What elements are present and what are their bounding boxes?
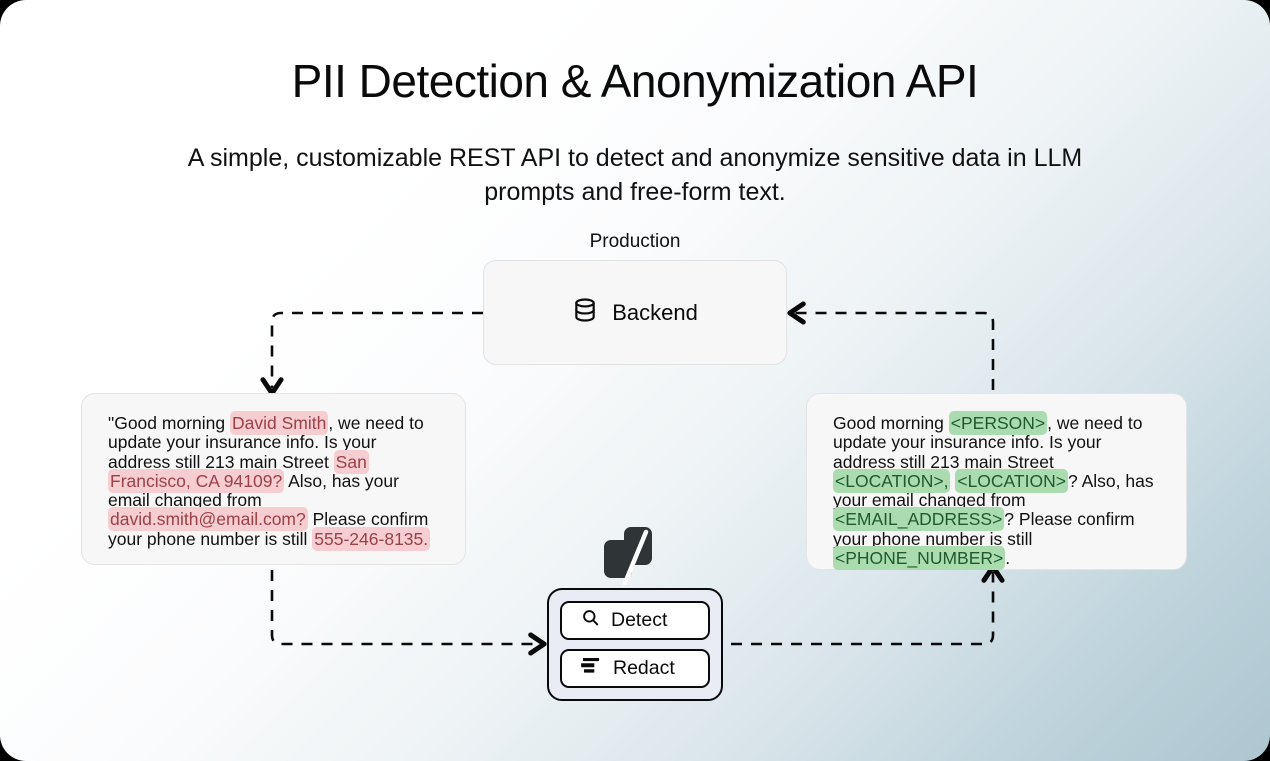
page-subtitle: A simple, customizable REST API to detec…	[187, 144, 1083, 206]
redaction-tag: <LOCATION>	[955, 468, 1068, 493]
pii-highlight: David Smith	[229, 411, 329, 435]
backend-label: Backend	[612, 299, 698, 325]
output-text-card: Good morning <PERSON>, we need to update…	[806, 393, 1187, 571]
search-icon	[581, 608, 600, 633]
database-icon	[572, 297, 598, 328]
redaction-tag: <LOCATION>,	[833, 468, 951, 493]
nightfall-n-logo	[604, 527, 652, 586]
input-text-card: "Good morning David Smith, we need to up…	[81, 393, 466, 565]
detect-label: Detect	[611, 609, 668, 631]
redaction-tag: <PHONE_NUMBER>	[833, 546, 1006, 571]
pii-highlight: 555-246-8135.	[312, 526, 431, 551]
redact-button[interactable]: Redact	[560, 649, 710, 688]
arrow-backend-to-input	[260, 311, 483, 396]
production-label: Production	[589, 231, 681, 252]
service-action-card: Detect Redact	[547, 588, 723, 701]
detect-button[interactable]: Detect	[560, 601, 710, 640]
redact-label: Redact	[613, 657, 675, 679]
arrow-service-to-output	[731, 564, 1005, 646]
output-text: Good morning <PERSON>, we need to update…	[833, 411, 1154, 571]
page-title: PII Detection & Anonymization API	[291, 55, 979, 107]
arrow-input-to-service	[270, 570, 547, 656]
pii-highlight: david.smith@email.com?	[108, 507, 308, 532]
redact-bars-icon	[581, 657, 602, 680]
arrow-output-to-backend	[787, 301, 995, 390]
input-text: "Good morning David Smith, we need to up…	[108, 411, 431, 551]
backend-node: Backend	[483, 260, 787, 365]
redaction-tag: <EMAIL_ADDRESS>	[833, 507, 1005, 532]
pii-highlight: San Francisco, CA 94109?	[108, 449, 369, 493]
redaction-tag: <PERSON>	[948, 411, 1048, 435]
